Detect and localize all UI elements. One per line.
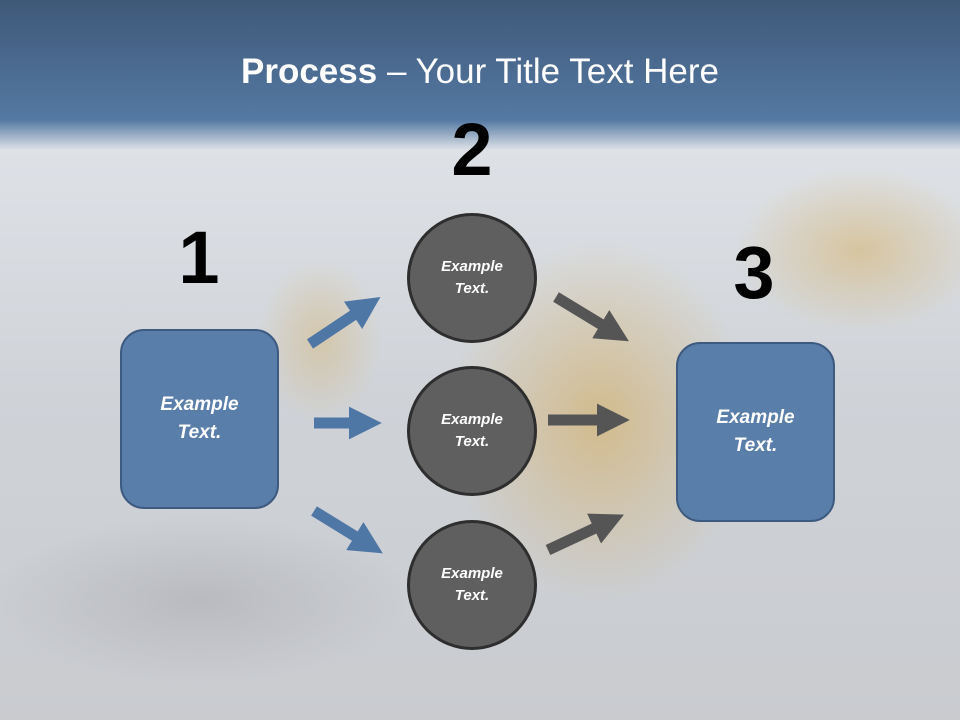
title-band [0, 0, 960, 150]
circle-text: Text. [454, 433, 490, 450]
circle-text: Text. [454, 587, 490, 604]
step-number-3: 3 [733, 231, 775, 314]
title-rest: – Your Title Text Here [377, 52, 719, 91]
step-number-2: 2 [451, 108, 493, 191]
circle-text: Example [441, 564, 503, 582]
left-box-line1: Example [160, 393, 239, 415]
circle-text: Example [441, 257, 503, 275]
arrow-blue-up [306, 297, 381, 349]
circle-text: Example [441, 410, 503, 428]
arrow-blue-down [311, 506, 383, 554]
right-box-line2: Text. [733, 435, 778, 456]
arrow-gray-up [545, 513, 624, 555]
step-number-1: 1 [178, 216, 220, 299]
left-box-line2: Text. [177, 422, 222, 443]
title-bold: Process [241, 52, 378, 91]
arrow-gray-down [553, 292, 629, 342]
circle-text: Text. [454, 280, 490, 297]
right-box-line1: Example [716, 406, 795, 428]
slide-title: Process – Your Title Text Here [0, 52, 960, 92]
